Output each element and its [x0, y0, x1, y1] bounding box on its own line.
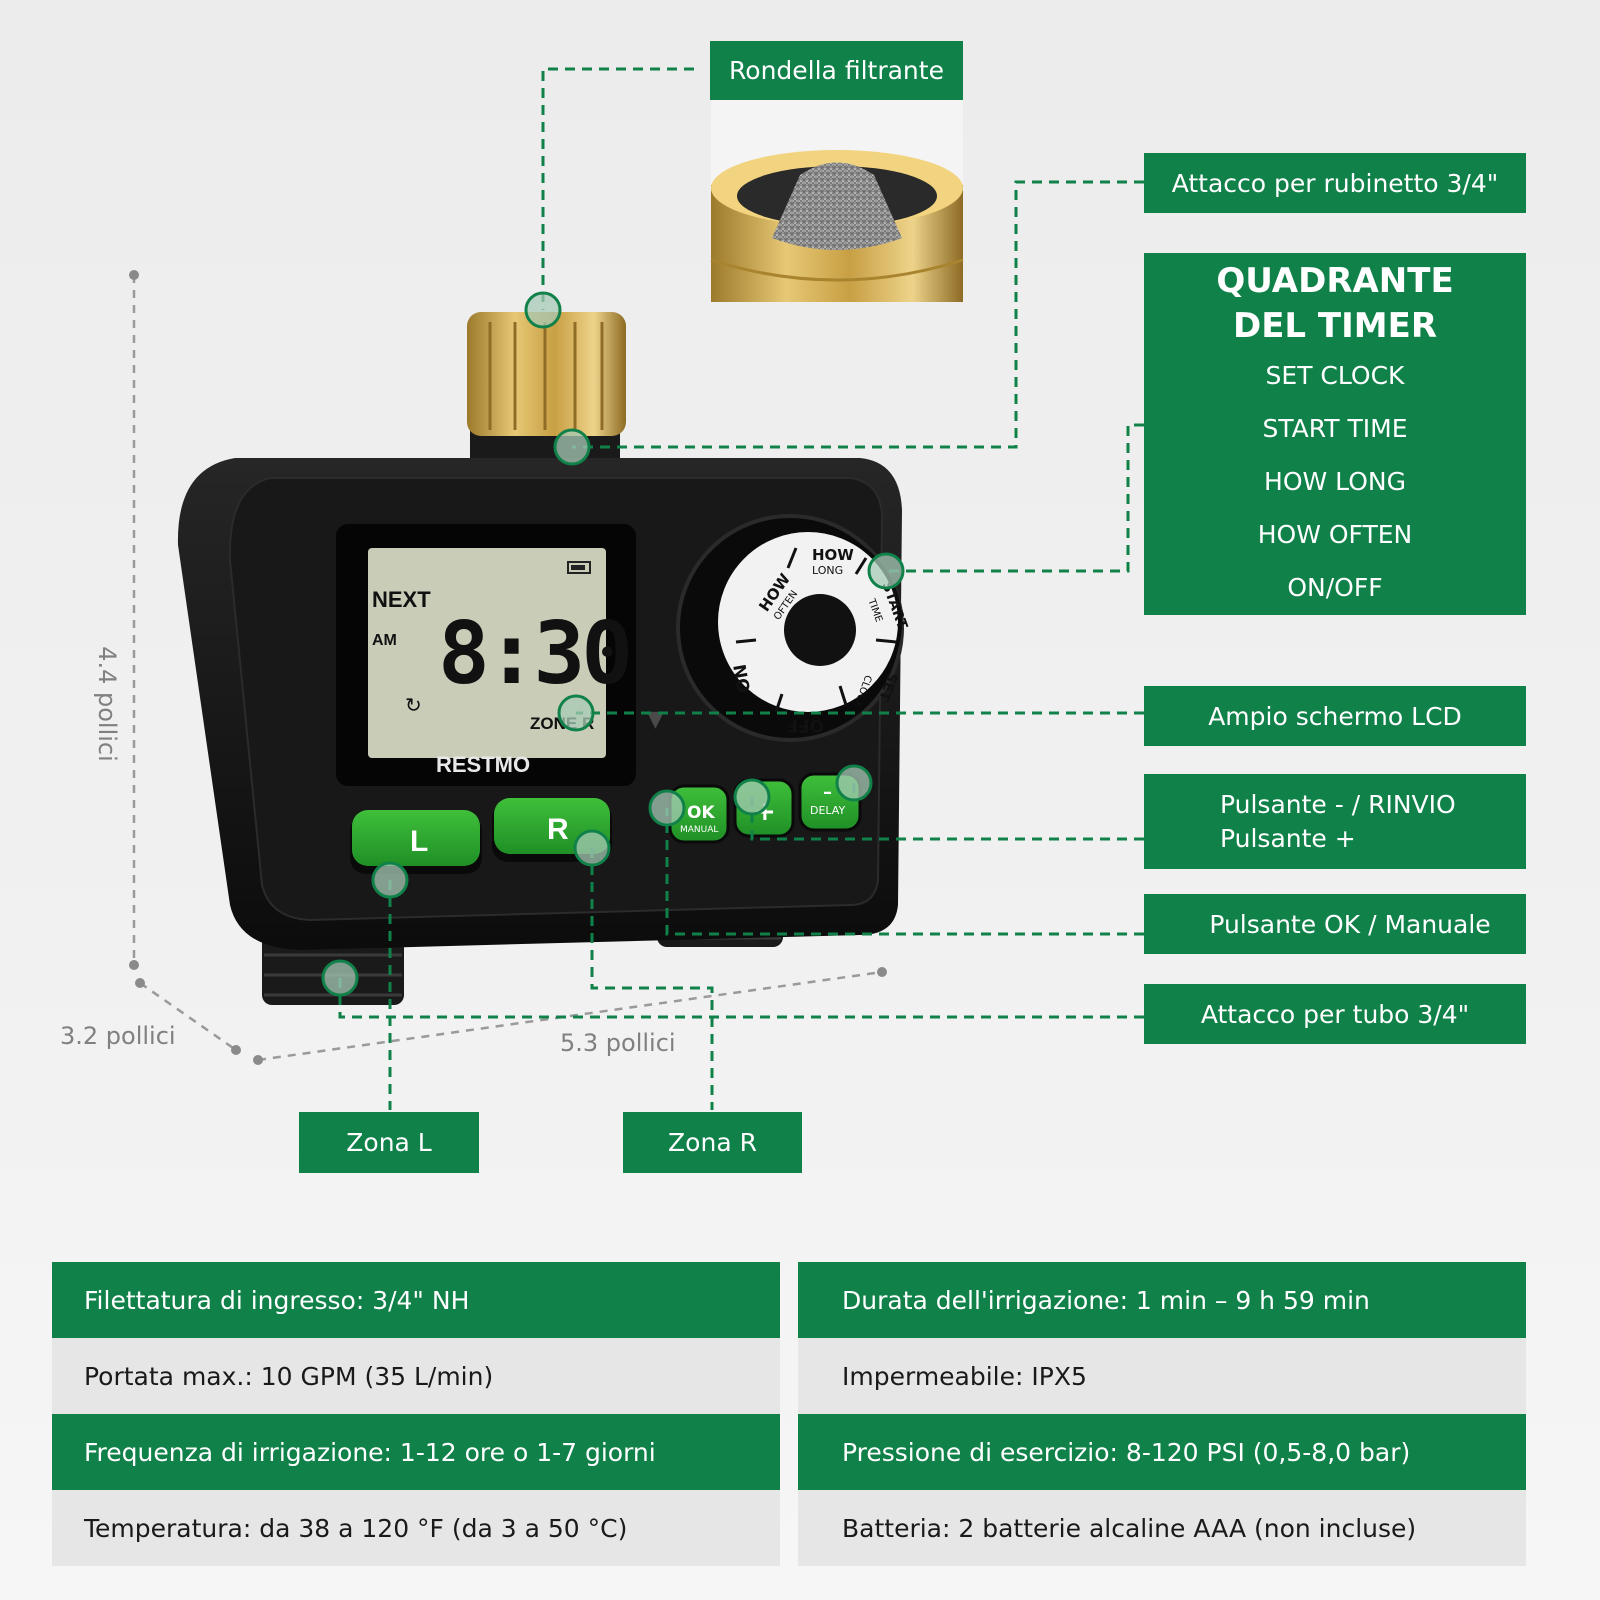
spec-cell: Pressione di esercizio: 8-120 PSI (0,5-8…	[798, 1414, 1526, 1490]
dial-item-on-off: ON/OFF	[1287, 573, 1383, 602]
spec-cell: Filettatura di ingresso: 3/4" NH	[52, 1262, 780, 1338]
pulsante-ok-label: Pulsante OK / Manuale	[1144, 894, 1526, 954]
spec-cell: Temperatura: da 38 a 120 °F (da 3 a 50 °…	[52, 1490, 780, 1566]
dimension-lines	[132, 275, 883, 1062]
pulsante-minus-text: Pulsante - / RINVIO	[1220, 789, 1456, 819]
dial-item-start-time: START TIME	[1262, 414, 1408, 443]
brass-inlet	[467, 312, 626, 466]
lcd-next: NEXT	[372, 587, 431, 612]
dial-how-long: HOW	[812, 546, 854, 564]
lcd-time: 8:30	[438, 604, 629, 704]
ok-manual-button[interactable]: OK MANUAL	[668, 784, 730, 844]
dimension-endpoints	[129, 270, 887, 1065]
zona-l-label: Zona L	[299, 1112, 479, 1173]
dial-how-long-sub: LONG	[812, 564, 843, 577]
timer-dial[interactable]: HOW LONG HOW OFTEN START TIME ON OFF SET…	[676, 514, 910, 742]
lcd-am: AM	[372, 632, 397, 649]
attacco-tubo-label: Attacco per tubo 3/4"	[1144, 984, 1526, 1044]
zone-l-button[interactable]: L	[350, 810, 482, 874]
spec-cell: Portata max.: 10 GPM (35 L/min)	[52, 1338, 780, 1414]
spec-cell: Impermeabile: IPX5	[798, 1338, 1526, 1414]
spec-cell: Batteria: 2 batterie alcaline AAA (non i…	[798, 1490, 1526, 1566]
dial-item-how-often: HOW OFTEN	[1257, 520, 1413, 549]
ok-button-label: OK	[687, 803, 715, 823]
width-dimension-label: 5.3 pollici	[560, 1029, 676, 1057]
down-arrow-icon: ▼	[647, 707, 664, 732]
delay-button-label: DELAY	[810, 804, 845, 817]
zone-r-button-label: R	[547, 813, 569, 846]
spec-cell: Durata dell'irrigazione: 1 min – 9 h 59 …	[798, 1262, 1526, 1338]
zone-l-button-label: L	[410, 825, 428, 858]
dial-item-how-long: HOW LONG	[1264, 467, 1406, 496]
pulsante-plus-text: Pulsante +	[1220, 823, 1356, 853]
ok-button-sublabel: MANUAL	[680, 825, 718, 835]
rondella-filtrante-label: Rondella filtrante	[710, 41, 963, 100]
brand-logo: RESTMO	[436, 752, 530, 777]
dial-box-title-2: DEL TIMER	[1232, 306, 1438, 346]
spec-cell: Frequenza di irrigazione: 1-12 ore o 1-7…	[52, 1414, 780, 1490]
pulsanti-label: Pulsante - / RINVIO Pulsante +	[1144, 774, 1526, 869]
filter-washer-photo	[710, 98, 964, 302]
quadrante-timer-box: QUADRANTE DEL TIMER SET CLOCK START TIME…	[1144, 253, 1526, 615]
zona-r-label: Zona R	[623, 1112, 802, 1173]
lcd-label: Ampio schermo LCD	[1144, 686, 1526, 746]
dial-box-title-1: QUADRANTE	[1216, 261, 1454, 301]
minus-button-label: –	[823, 782, 832, 803]
depth-dimension-label: 3.2 pollici	[60, 1022, 176, 1050]
dial-off: OFF	[786, 715, 824, 735]
spec-table: Filettatura di ingresso: 3/4" NH Durata …	[52, 1262, 1526, 1566]
lcd-screen: NEXT AM 8:30 ZONE R ↻	[336, 524, 636, 786]
dial-item-set-clock: SET CLOCK	[1265, 361, 1405, 390]
lcd-auto-icon: ↻	[405, 693, 422, 717]
attacco-rubinetto-label: Attacco per rubinetto 3/4"	[1144, 153, 1526, 213]
callout-markers	[321, 291, 905, 997]
dial-on: ON	[730, 662, 755, 694]
height-dimension-label: 4.4 pollici	[93, 646, 121, 762]
